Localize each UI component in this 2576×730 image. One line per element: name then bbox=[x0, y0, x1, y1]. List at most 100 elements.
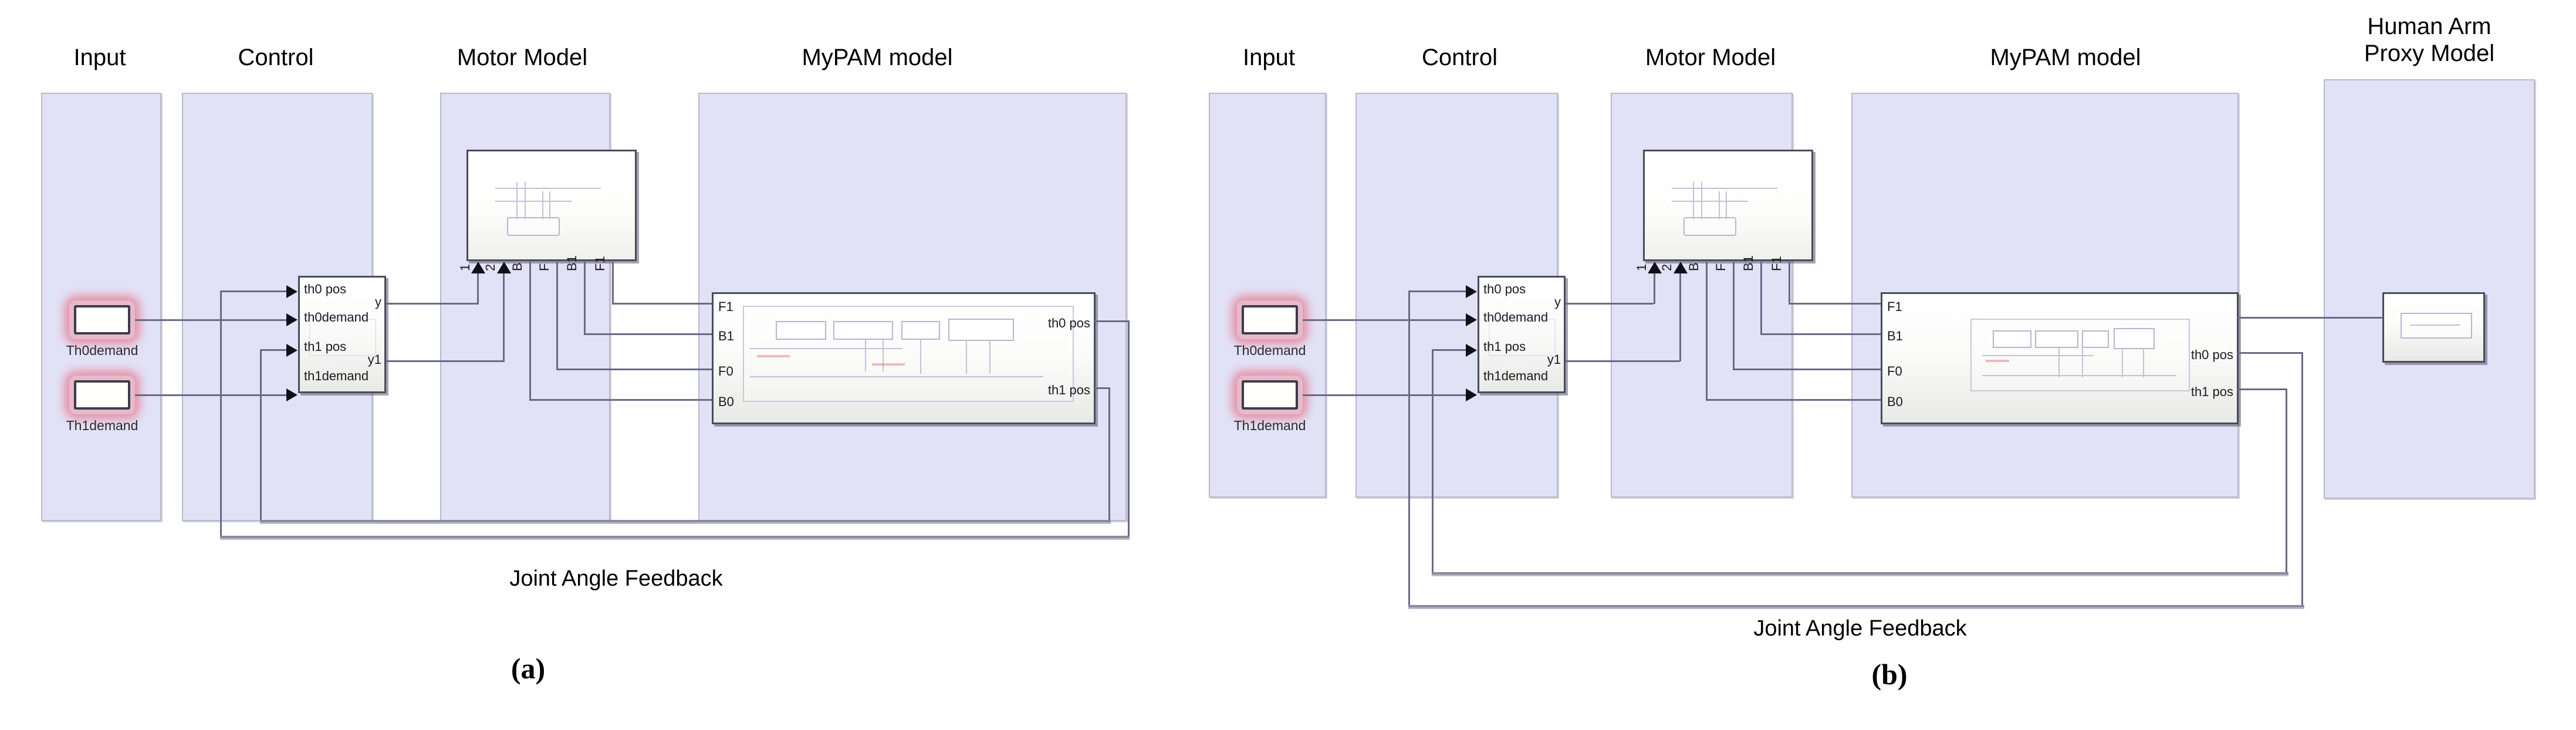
control-in-th1demand-b: th1demand bbox=[1483, 369, 1549, 383]
motor-port-F1-b: F1 bbox=[1769, 256, 1784, 271]
mypam-art-line-5 bbox=[2143, 348, 2144, 377]
mypam-art-line-3 bbox=[2082, 348, 2083, 377]
control-in-th0demand-a: th0demand bbox=[304, 310, 369, 325]
source-th0demand-b[interactable] bbox=[1237, 300, 1303, 339]
mypam-art-accent-2 bbox=[872, 363, 905, 366]
motor-art-line-1 bbox=[1672, 188, 1777, 189]
mypam-out-th1pos-a: th1 pos bbox=[1047, 383, 1090, 397]
mypam-art-line-6 bbox=[1982, 375, 2176, 376]
feedback-line-inner-a bbox=[260, 520, 1111, 522]
feedback-caption-a: Joint Angle Feedback bbox=[509, 566, 723, 591]
wire-y-riser-b bbox=[1654, 273, 1655, 304]
proxy-inner-chip bbox=[2401, 313, 2472, 339]
control-out-y-a: y bbox=[375, 295, 381, 309]
mypam-art-line-3 bbox=[883, 340, 884, 371]
wire-fb1-riser-a bbox=[260, 349, 262, 521]
wire-motorF-down-b bbox=[1733, 262, 1735, 370]
wire-fb0-into-control-a bbox=[220, 290, 286, 292]
wire-th1pos-out-b bbox=[2237, 388, 2287, 390]
control-in-th1pos-b: th1 pos bbox=[1483, 339, 1526, 354]
source-th1demand-b[interactable] bbox=[1237, 376, 1303, 414]
wire-motorB1-to-B1-a bbox=[584, 333, 712, 335]
control-out-y-b: y bbox=[1554, 295, 1561, 309]
wire-y-to-motor1-a bbox=[386, 303, 479, 305]
wire-th1pos-out-a bbox=[1094, 387, 1110, 389]
mypam-chip-4 bbox=[948, 319, 1014, 341]
mypam-out-th0pos-a: th0 pos bbox=[1047, 316, 1090, 330]
wire-motorF1-down-b bbox=[1789, 262, 1790, 304]
motor-port-B1-a: B1 bbox=[564, 255, 579, 271]
wire-y1-to-motor2-a bbox=[386, 360, 505, 362]
wire-th1pos-down-a bbox=[1108, 387, 1110, 521]
mypam-chip-4 bbox=[2114, 328, 2155, 349]
group-title-control-b: Control bbox=[1422, 45, 1497, 70]
source-label-th0demand-b: Th0demand bbox=[1233, 343, 1306, 358]
source-th1demand-a[interactable] bbox=[69, 376, 135, 414]
control-in-th1demand-a: th1demand bbox=[304, 369, 369, 383]
group-title-input-b: Input bbox=[1243, 45, 1295, 70]
wire-fb0-riser-b bbox=[1408, 290, 1410, 606]
wire-motorB1-to-B1-b bbox=[1760, 333, 1881, 335]
wire-th1demand-to-control-a bbox=[135, 394, 286, 396]
mypam-art-line-7 bbox=[750, 376, 1043, 377]
control-in-th0demand-b: th0demand bbox=[1483, 310, 1549, 325]
wire-y-to-motor1-b bbox=[1566, 303, 1654, 305]
mypam-in-B1-b: B1 bbox=[1887, 329, 1903, 343]
group-title-control-a: Control bbox=[238, 45, 314, 70]
source-label-th0demand-a: Th0demand bbox=[66, 343, 138, 358]
motor-port-B-a: B bbox=[510, 262, 525, 271]
group-title-input-a: Input bbox=[73, 45, 126, 70]
mypam-block-b[interactable] bbox=[1881, 292, 2239, 424]
motor-port-F1-a: F1 bbox=[593, 256, 607, 271]
arrow-control-th1demand-a bbox=[286, 388, 298, 401]
mypam-in-B1-a: B1 bbox=[718, 329, 734, 343]
figure-caption-a: (a) bbox=[511, 652, 546, 685]
arrow-control-th0pos-a bbox=[286, 285, 298, 298]
control-in-th0pos-b: th0 pos bbox=[1483, 282, 1526, 296]
control-in-th1pos-a: th1 pos bbox=[304, 339, 347, 354]
motor-port-F-a: F bbox=[537, 263, 552, 271]
group-panel-input-b bbox=[1209, 93, 1326, 498]
wire-th1pos-down-b bbox=[2286, 388, 2287, 574]
mypam-in-F1-a: F1 bbox=[718, 299, 733, 314]
source-box bbox=[74, 305, 130, 334]
wire-th0demand-to-control-a bbox=[135, 319, 286, 321]
wire-motorB1-down-b bbox=[1760, 262, 1762, 334]
control-out-y1-b: y1 bbox=[1547, 352, 1561, 367]
motor-block-b[interactable] bbox=[1643, 150, 1813, 261]
mypam-out-th1pos-b: th1 pos bbox=[2190, 384, 2233, 399]
mypam-art-line-1 bbox=[750, 348, 902, 349]
wire-y1-to-motor2-b bbox=[1566, 360, 1679, 362]
feedback-caption-b: Joint Angle Feedback bbox=[1753, 616, 1967, 641]
source-box bbox=[1242, 380, 1298, 410]
motor-art-line-4 bbox=[1701, 182, 1702, 221]
wire-fb0-into-control-b bbox=[1408, 290, 1466, 292]
control-block-b[interactable] bbox=[1478, 276, 1566, 393]
control-block-a[interactable] bbox=[298, 276, 386, 393]
mypam-art-line-2 bbox=[2058, 348, 2060, 377]
mypam-chip-3 bbox=[2082, 330, 2109, 348]
motor-art-line-3 bbox=[516, 182, 518, 221]
proxy-block-b[interactable] bbox=[2382, 292, 2485, 363]
mypam-art-line-4 bbox=[2122, 348, 2123, 377]
motor-port-F-b: F bbox=[1713, 263, 1728, 271]
motor-block-a[interactable] bbox=[466, 150, 637, 261]
source-th0demand-a[interactable] bbox=[69, 300, 135, 339]
motor-art-line-5 bbox=[1719, 191, 1720, 221]
mypam-chip-2 bbox=[2035, 330, 2078, 348]
wire-motorB-to-B0-a bbox=[529, 399, 712, 401]
mypam-in-B0-b: B0 bbox=[1887, 394, 1903, 409]
mypam-chip-1 bbox=[1993, 330, 2031, 348]
motor-art-chip bbox=[507, 217, 560, 236]
wire-th0pos-down-a bbox=[1128, 320, 1130, 537]
wire-motorF1-down-a bbox=[612, 262, 614, 304]
arrow-control-th0demand-b bbox=[1466, 313, 1477, 326]
arrow-control-th1pos-b bbox=[1466, 344, 1477, 357]
motor-art-line-1 bbox=[495, 188, 601, 189]
wire-fb1-into-control-a bbox=[260, 349, 286, 351]
mypam-block-a[interactable] bbox=[712, 292, 1096, 424]
control-inner-art bbox=[1489, 319, 1556, 356]
arrow-control-th1demand-b bbox=[1466, 388, 1477, 401]
wire-fb0-riser-a bbox=[220, 290, 222, 537]
wire-motorB1-down-a bbox=[584, 262, 586, 334]
